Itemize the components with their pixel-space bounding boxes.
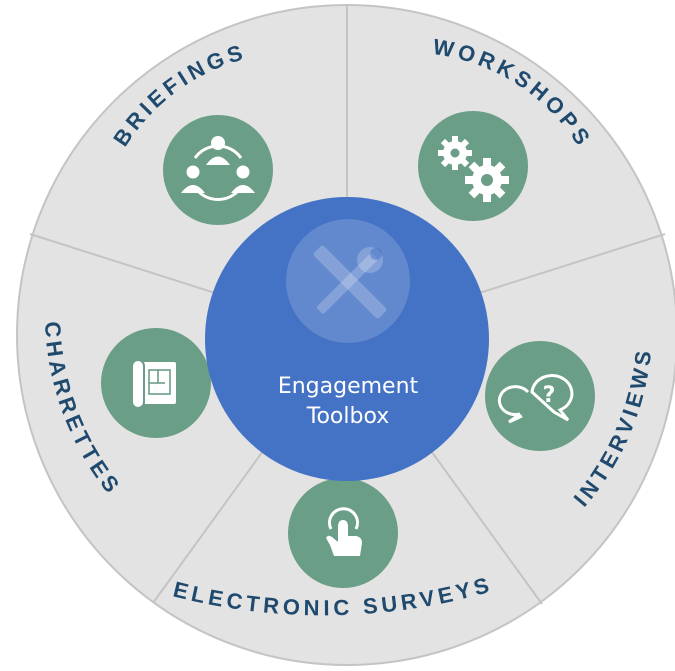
tools-icon: [286, 219, 410, 343]
center-title-line1: Engagement: [277, 374, 419, 399]
center-circle: [205, 197, 489, 481]
gears-icon: [418, 111, 528, 221]
touch-pointer-icon: [288, 478, 398, 588]
center-title-line2: Toolbox: [306, 404, 390, 429]
center-title: Engagement Toolbox: [206, 372, 490, 432]
svg-text:?: ?: [543, 383, 556, 408]
team-meeting-icon: [163, 115, 273, 225]
question-chat-icon: ?: [485, 341, 595, 451]
blueprint-plan-icon: [101, 328, 211, 438]
